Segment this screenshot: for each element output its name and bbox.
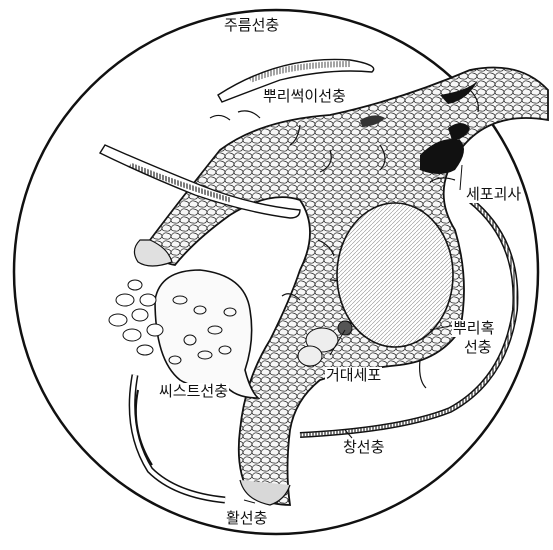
label-dagger-nematode: 활선충	[225, 510, 268, 527]
label-giant-cell: 거대세포	[325, 367, 382, 384]
label-cell-necrosis: 세포괴사	[465, 186, 522, 203]
label-root-rot-nematode: 뿌리썩이선충	[262, 88, 347, 105]
label-wrinkle-nematode: 주름선충	[223, 17, 280, 34]
label-root-knot-line2: 선충	[463, 339, 493, 356]
label-spear-nematode: 창선충	[342, 439, 385, 456]
gall-cavity	[337, 203, 453, 347]
label-cyst-nematode: 씨스트선충	[158, 383, 229, 400]
label-root-knot-line1: 뿌리혹	[452, 320, 495, 337]
